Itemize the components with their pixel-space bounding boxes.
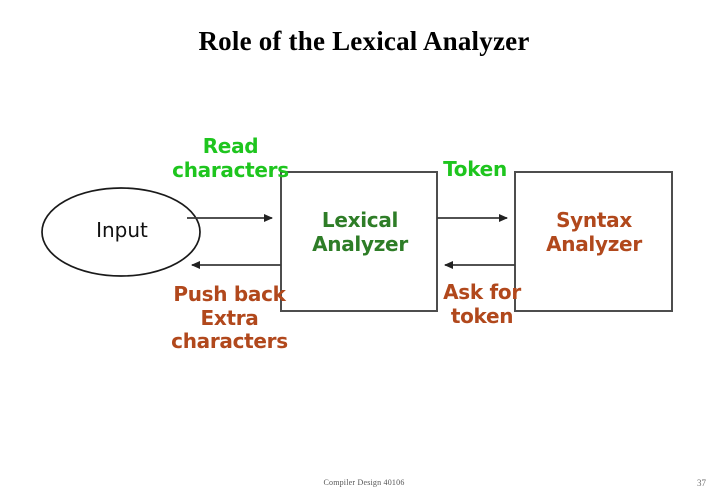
node-label-syntax-analyzer: Syntax Analyzer xyxy=(546,208,642,256)
node-label-input: Input xyxy=(96,218,148,242)
edge-label-read-characters: Read characters xyxy=(172,134,289,182)
edge-label-token: Token xyxy=(443,157,507,181)
node-label-lexical-analyzer: Lexical Analyzer xyxy=(312,208,408,256)
node-lexical-analyzer-box xyxy=(280,171,438,312)
node-input-ellipse xyxy=(41,187,201,277)
page-title: Role of the Lexical Analyzer xyxy=(198,26,530,56)
node-syntax-analyzer-box xyxy=(514,171,673,312)
page-number: 37 xyxy=(697,478,706,488)
footer-text: Compiler Design 40106 xyxy=(323,478,405,487)
edge-label-push-back: Push back Extra characters xyxy=(171,282,288,354)
edge-label-ask-for-token: Ask for token xyxy=(443,280,521,328)
